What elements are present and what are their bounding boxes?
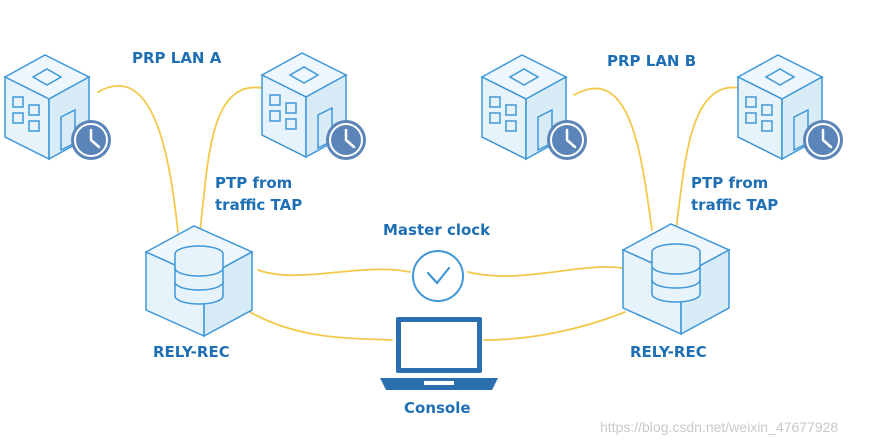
link-building-a2-to-rec-left: [199, 86, 263, 233]
link-building-a1-to-rec-left: [97, 84, 179, 233]
ptp-tap-left-label-line1: PTP from: [215, 174, 293, 192]
lan-b-label: PRP LAN B: [607, 52, 697, 70]
clock-icon: [324, 118, 368, 162]
ptp-tap-left-label-line2: traffic TAP: [215, 196, 303, 214]
clock-icon: [69, 118, 113, 162]
laptop-icon: [380, 317, 498, 390]
watermark: https://blog.csdn.net/weixin_47677928: [600, 419, 839, 435]
clock-icon: [801, 118, 845, 162]
link-rec-left-to-master: [257, 268, 411, 277]
rely-rec-left-label: RELY-REC: [153, 343, 230, 361]
database-cube-icon: [622, 223, 730, 335]
link-building-b1-to-rec-right: [573, 87, 653, 231]
database-cube-icon: [145, 225, 253, 337]
rely-rec-right-label: RELY-REC: [630, 343, 707, 361]
lan-a-label: PRP LAN A: [132, 49, 222, 67]
ptp-tap-right-label-line1: PTP from: [691, 174, 769, 192]
clock-icon: [545, 118, 589, 162]
link-master-to-rec-right: [467, 266, 623, 277]
link-console-to-rec-right: [483, 311, 626, 341]
link-building-b2-to-rec-right: [675, 86, 741, 231]
link-rec-left-to-console: [249, 311, 393, 341]
ptp-tap-right-label-line2: traffic TAP: [691, 196, 779, 214]
checkmark-circle-icon: [412, 250, 464, 302]
console-label: Console: [404, 399, 471, 417]
master-clock-label: Master clock: [383, 221, 491, 239]
connection-lines: [97, 84, 741, 341]
